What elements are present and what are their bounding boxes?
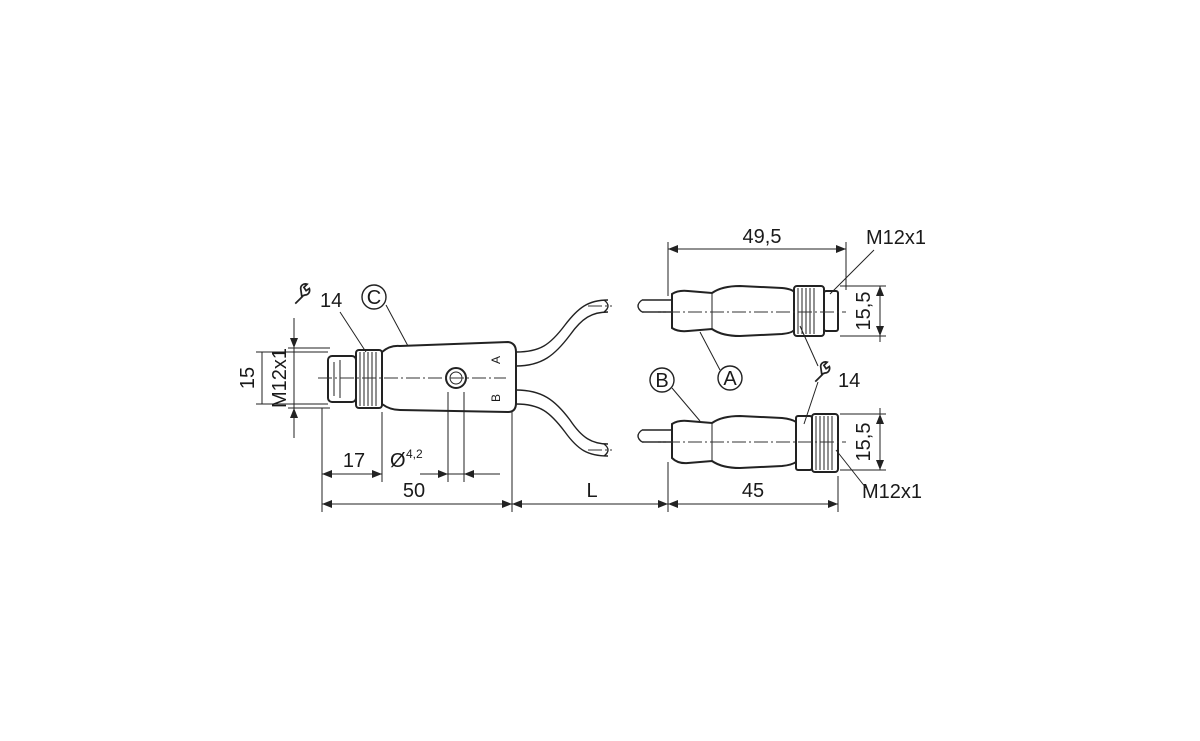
bottom-thread-label: M12x1 [862, 481, 922, 503]
callout-b: B [649, 367, 701, 422]
svg-text:50: 50 [403, 480, 425, 502]
svg-text:B: B [655, 370, 668, 392]
svg-text:4,2: 4,2 [406, 447, 423, 461]
svg-text:A: A [723, 368, 737, 390]
svg-text:M12x1: M12x1 [269, 348, 291, 408]
svg-text:L: L [586, 480, 597, 502]
svg-text:Ø: Ø [390, 450, 406, 472]
svg-text:C: C [367, 287, 381, 309]
dimension-15-5-top: 15,5 [840, 285, 886, 342]
dimension-15-5-bottom: 15,5 [840, 408, 886, 471]
bottom-hex-size: 14 [838, 370, 860, 392]
svg-text:49,5: 49,5 [743, 226, 782, 248]
dimension-50: 50 [322, 480, 512, 508]
dimension-l: L [512, 480, 668, 508]
dimension-15-left: 15 [237, 318, 330, 438]
splitter-assembly: A B [318, 299, 612, 457]
cable-top [515, 299, 609, 353]
svg-text:15,5: 15,5 [853, 292, 875, 331]
port-a-marking: A [489, 356, 503, 364]
dimension-49-5: 49,5 [667, 226, 847, 296]
male-connector [327, 355, 357, 403]
dimension-45: 45 [668, 480, 838, 508]
wrench-icon [294, 283, 311, 305]
svg-text:45: 45 [742, 480, 764, 502]
top-thread-label: M12x1 [866, 227, 926, 249]
port-b-marking: B [489, 394, 503, 402]
cable-bottom [515, 389, 609, 445]
connector-a-assembly [637, 284, 846, 338]
svg-text:17: 17 [343, 450, 365, 472]
dimension-17: 17 [322, 450, 382, 478]
dimension-m12-left: M12x1 [256, 348, 328, 408]
connector-b-assembly [637, 413, 846, 473]
svg-text:15: 15 [237, 367, 259, 389]
left-hex-size: 14 [320, 290, 342, 312]
dimension-hole-diameter: Ø 4,2 [390, 447, 500, 478]
callout-c: C [361, 284, 409, 347]
connector-b-hex [795, 415, 813, 471]
svg-text:15,5: 15,5 [853, 423, 875, 462]
connector-a-body [671, 284, 795, 338]
callout-a: A [699, 331, 743, 391]
